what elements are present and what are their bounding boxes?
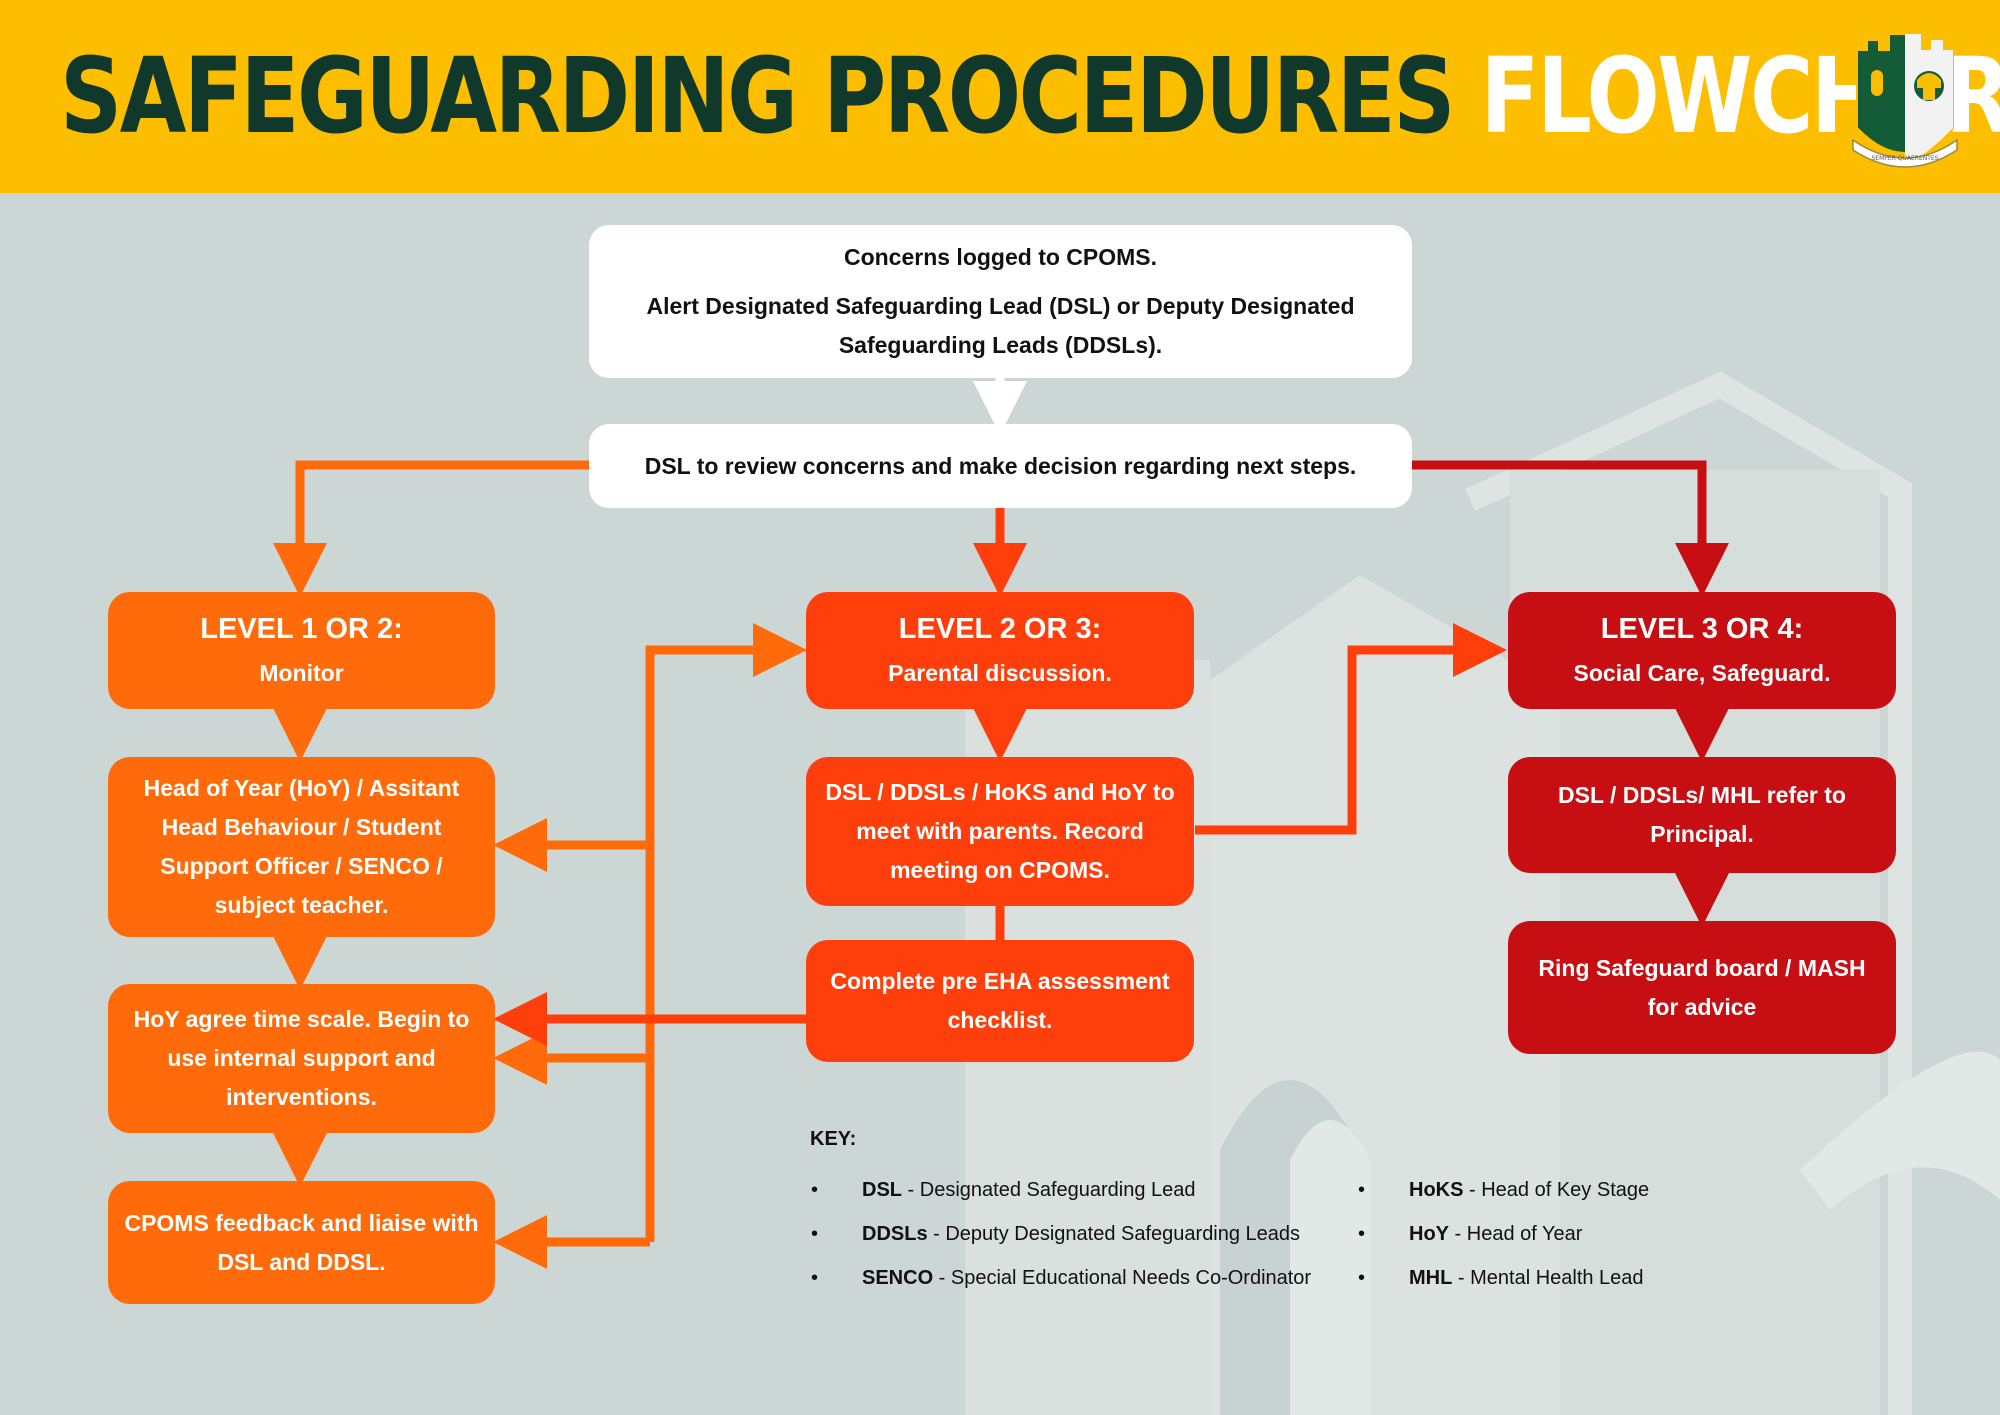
key-list-left: DSL - Designated Safeguarding Lead DDSLs… xyxy=(811,1178,1311,1310)
key-item: MHL - Mental Health Lead xyxy=(1358,1266,1649,1310)
key-item: HoKS - Head of Key Stage xyxy=(1358,1178,1649,1222)
level-1-step-staff: Head of Year (HoY) / Assitant Head Behav… xyxy=(108,757,495,937)
level-2-subheading: Parental discussion. xyxy=(888,659,1112,686)
key-meaning: - Head of Key Stage xyxy=(1463,1179,1650,1201)
level-2-heading: LEVEL 2 OR 3: xyxy=(898,612,1102,645)
dsl-review-box: DSL to review concerns and make decision… xyxy=(589,424,1412,508)
level-1-step-feedback: CPOMS feedback and liaise with DSL and D… xyxy=(108,1181,495,1304)
level-2-step-parent-meeting: DSL / DDSLs / HoKS and HoY to meet with … xyxy=(806,757,1194,906)
key-meaning: - Special Educational Needs Co-Ordinator xyxy=(933,1267,1312,1289)
alert-dsl-text: Alert Designated Safeguarding Lead (DSL)… xyxy=(646,293,1355,358)
concerns-logged-box: Concerns logged to CPOMS. Alert Designat… xyxy=(589,225,1412,378)
key-abbr: DDSLs xyxy=(862,1223,928,1245)
key-list-right: HoKS - Head of Key Stage HoY - Head of Y… xyxy=(1358,1178,1649,1310)
title-part-dark: SAFEGUARDING PROCEDURES xyxy=(60,35,1455,157)
level-3-step-refer-principal: DSL / DDSLs/ MHL refer to Principal. xyxy=(1508,757,1896,873)
level-3-step-text: DSL / DDSLs/ MHL refer to Principal. xyxy=(1558,782,1846,847)
header-banner: SAFEGUARDING PROCEDURES FLOWCHART SEMPER… xyxy=(0,0,2000,193)
level-2-step-text: Complete pre EHA assessment checklist. xyxy=(830,968,1170,1033)
level-3-step-text: Ring Safeguard board / MASH for advice xyxy=(1538,954,1866,1020)
key-meaning: - Designated Safeguarding Lead xyxy=(902,1179,1196,1201)
level-2-step-text: DSL / DDSLs / HoKS and HoY to meet with … xyxy=(825,779,1175,883)
key-meaning: - Deputy Designated Safeguarding Leads xyxy=(927,1223,1301,1245)
level-1-step-timescale: HoY agree time scale. Begin to use inter… xyxy=(108,984,495,1133)
level-3-heading: LEVEL 3 OR 4: xyxy=(1600,612,1804,645)
level-1-header: LEVEL 1 OR 2: Monitor xyxy=(108,592,495,709)
key-abbr: MHL xyxy=(1409,1267,1453,1289)
crest-motto: SEMPER QUAERENTES xyxy=(1872,155,1939,162)
key-abbr: HoKS xyxy=(1409,1179,1464,1201)
level-3-header: LEVEL 3 OR 4: Social Care, Safeguard. xyxy=(1508,592,1896,709)
level-3-step-ring-board: Ring Safeguard board / MASH for advice xyxy=(1508,921,1896,1054)
key-abbr: SENCO xyxy=(862,1267,934,1289)
school-crest-logo: SEMPER QUAERENTES xyxy=(1852,33,1958,168)
level-2-header: LEVEL 2 OR 3: Parental discussion. xyxy=(806,592,1194,709)
key-item: SENCO - Special Educational Needs Co-Ord… xyxy=(811,1266,1311,1310)
key-item: HoY - Head of Year xyxy=(1358,1222,1649,1266)
dsl-review-text: DSL to review concerns and make decision… xyxy=(644,452,1357,479)
key-meaning: - Head of Year xyxy=(1449,1223,1583,1245)
level-3-subheading: Social Care, Safeguard. xyxy=(1573,659,1831,686)
level-1-step-text: HoY agree time scale. Begin to use inter… xyxy=(133,1006,470,1110)
level-1-step-text: Head of Year (HoY) / Assitant Head Behav… xyxy=(143,775,460,918)
level-1-subheading: Monitor xyxy=(259,659,344,686)
key-meaning: - Mental Health Lead xyxy=(1452,1267,1644,1289)
level-2-step-eha-checklist: Complete pre EHA assessment checklist. xyxy=(806,940,1194,1062)
key-title: KEY: xyxy=(810,1128,857,1150)
level-1-step-text: CPOMS feedback and liaise with DSL and D… xyxy=(124,1209,479,1275)
key-item: DSL - Designated Safeguarding Lead xyxy=(811,1178,1311,1222)
key-item: DDSLs - Deputy Designated Safeguarding L… xyxy=(811,1222,1311,1266)
level-1-heading: LEVEL 1 OR 2: xyxy=(200,612,403,645)
key-abbr: DSL xyxy=(862,1179,902,1201)
key-abbr: HoY xyxy=(1409,1223,1449,1245)
concerns-logged-text: Concerns logged to CPOMS. xyxy=(843,244,1158,270)
